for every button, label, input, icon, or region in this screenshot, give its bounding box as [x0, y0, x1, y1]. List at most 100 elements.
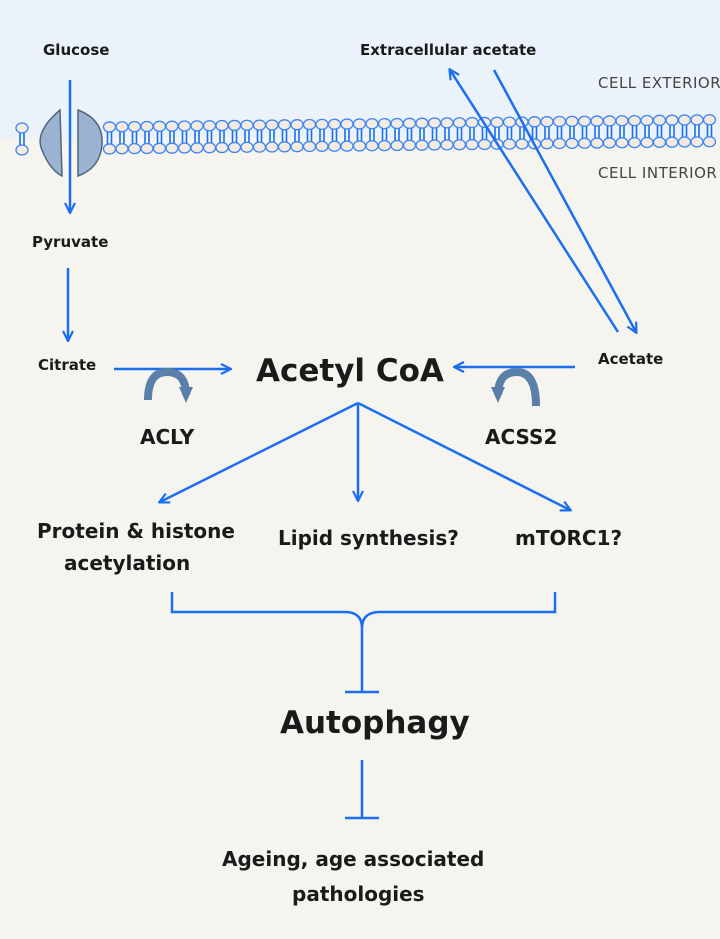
phospholipid-head: [252, 119, 267, 131]
phospholipid-head: [402, 139, 417, 151]
phospholipid-head: [502, 116, 517, 128]
acss2-label: ACSS2: [485, 425, 557, 449]
phospholipid-head: [315, 140, 329, 153]
phospholipid-head: [452, 139, 467, 151]
acetyl-coa-label: Acetyl CoA: [256, 353, 444, 389]
phospholipid-head: [652, 136, 667, 148]
phospholipid-head: [302, 140, 317, 153]
acetate-label: Acetate: [598, 350, 663, 368]
phospholipid-head: [390, 139, 404, 152]
phospholipid-head: [377, 117, 392, 130]
phospholipid-head: [415, 139, 429, 151]
phospholipid-head: [290, 119, 304, 131]
acetate-import-arrow: [492, 69, 636, 332]
acly-label: ACLY: [140, 425, 195, 449]
phospholipid-head: [640, 136, 654, 149]
to-mtorc1-arrow: [357, 401, 570, 510]
phospholipid-head: [227, 119, 242, 132]
acss2-curved-arrow-icon: [491, 367, 540, 407]
phospholipid-head: [215, 119, 229, 132]
phospholipid-head: [615, 137, 629, 149]
phospholipid-head: [140, 120, 154, 133]
cell-exterior-region: [0, 0, 720, 138]
phospholipid-head: [315, 118, 329, 131]
phospholipid-head: [102, 121, 117, 133]
phospholipid-head: [665, 136, 679, 148]
phospholipid-head: [515, 138, 529, 150]
phospholipid-head: [127, 142, 142, 155]
phospholipid-head: [627, 114, 642, 127]
phospholipid-head: [540, 138, 554, 150]
phospholipid-head: [15, 122, 29, 134]
phospholipid-head: [227, 141, 242, 154]
citrate-label: Citrate: [38, 356, 96, 374]
phospholipid-head: [390, 117, 404, 130]
phospholipid-head: [140, 142, 154, 155]
phospholipid-head: [340, 118, 354, 130]
phospholipid-head: [615, 115, 629, 127]
phospholipid-head: [577, 137, 592, 149]
phospholipid-head: [265, 141, 279, 153]
phospholipid-head: [440, 139, 454, 151]
protein-acetylation-label-line2: acetylation: [64, 551, 190, 575]
phospholipid-head: [665, 114, 679, 126]
phospholipid-head: [690, 136, 704, 148]
phospholipid-head: [627, 136, 642, 149]
protein-acetylation-label-line1: Protein & histone: [37, 519, 235, 543]
lipid-synthesis-label: Lipid synthesis?: [278, 526, 459, 550]
phospholipid-head: [540, 116, 554, 128]
phospholipid-head: [465, 116, 479, 129]
phospholipid-head: [590, 137, 604, 149]
phospholipid-head: [352, 118, 367, 130]
phospholipid-head: [177, 120, 192, 132]
phospholipid-head: [252, 141, 267, 153]
autophagy-label: Autophagy: [280, 705, 470, 741]
phospholipid-head: [302, 118, 317, 131]
extracellular-acetate-label: Extracellular acetate: [360, 41, 536, 59]
phospholipid-head: [177, 142, 192, 154]
phospholipid-head: [552, 115, 567, 128]
glucose-transporter-channel: [39, 108, 103, 178]
ageing-label-line1: Ageing, age associated: [222, 847, 484, 871]
phospholipid-head: [327, 118, 342, 130]
phospholipid-head: [165, 142, 179, 154]
phospholipid-head: [377, 139, 392, 152]
phospholipid-head: [427, 139, 442, 151]
phospholipid-head: [652, 114, 667, 126]
phospholipid-head: [590, 115, 604, 127]
phospholipid-head: [15, 144, 29, 156]
phospholipid-head: [190, 120, 204, 132]
pathway-arrows: [68, 69, 636, 820]
phospholipid-head: [327, 140, 342, 152]
cell-interior-region: [0, 138, 720, 939]
phospholipid-head: [215, 141, 229, 154]
phospholipid-head: [702, 114, 717, 126]
phospholipid-head: [527, 116, 542, 128]
phospholipid-head: [240, 119, 254, 131]
phospholipid-head: [440, 117, 454, 129]
phospholipid-head: [115, 121, 129, 133]
phospholipid-head: [277, 119, 292, 131]
phospholipid-head: [365, 118, 379, 130]
phospholipid-head: [102, 143, 117, 155]
phospholipid-head: [340, 140, 354, 152]
acetate-export-arrow: [450, 70, 620, 333]
phospholipid-head: [565, 137, 579, 150]
phospholipid-head: [565, 115, 579, 128]
phospholipid-head: [677, 136, 692, 148]
phospholipid-head: [452, 117, 467, 129]
phospholipid-head: [127, 120, 142, 133]
phospholipid-head: [290, 141, 304, 153]
phospholipid-head: [152, 120, 167, 132]
phospholipid-head: [265, 119, 279, 131]
ageing-label-line2: pathologies: [292, 882, 425, 906]
phospholipid-head: [640, 114, 654, 127]
phospholipid-head: [202, 120, 217, 132]
phospholipid-head: [577, 115, 592, 127]
phospholipid-head: [502, 138, 517, 150]
mtorc1-label: mTORC1?: [515, 526, 622, 550]
phospholipid-head: [240, 141, 254, 153]
phospholipid-head: [552, 137, 567, 150]
phospholipid-head: [190, 142, 204, 154]
